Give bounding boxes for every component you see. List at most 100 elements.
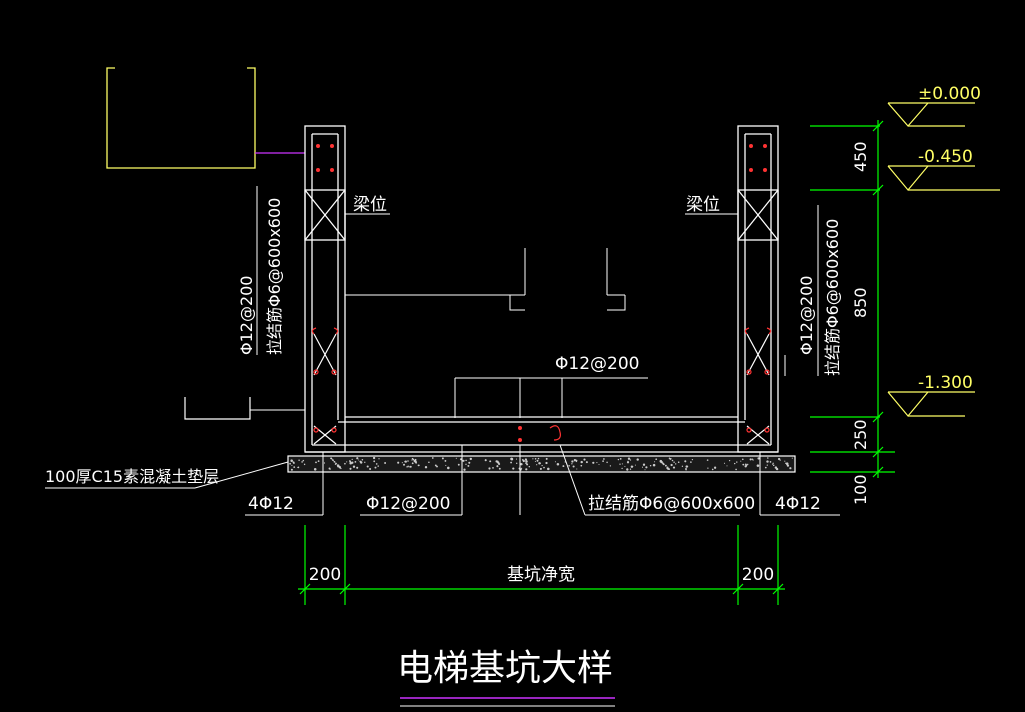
- cushion-hatch-dot: [654, 461, 656, 463]
- cushion-hatch-dot: [463, 468, 466, 471]
- cushion-hatch-dot: [372, 456, 376, 460]
- cushion-hatch-dot: [571, 460, 574, 463]
- cushion-hatch-dot: [539, 462, 541, 465]
- cushion-hatch-dot: [447, 466, 450, 470]
- cushion-hatch-dot: [414, 458, 417, 461]
- cushion-hatch-dot: [373, 460, 376, 463]
- cushion-hatch-dot: [375, 463, 378, 465]
- cushion-hatch-dot: [534, 460, 536, 462]
- cushion-hatch-dot: [624, 465, 626, 468]
- cushion-hatch-dot: [580, 464, 583, 467]
- cushion-hatch-dot: [444, 459, 447, 462]
- cushion-hatch-dot: [744, 465, 747, 468]
- cushion-hatch-dot: [292, 462, 295, 464]
- cushion-hatch-dot: [602, 460, 604, 462]
- cushion-hatch-dot: [384, 462, 387, 464]
- cushion-hatch-dot: [621, 463, 623, 465]
- cushion-hatch-dot: [431, 457, 434, 459]
- cushion-hatch-dot: [734, 462, 736, 465]
- cushion-hatch-dot: [596, 462, 598, 464]
- cushion-hatch-dot: [534, 458, 537, 460]
- cushion-hatch-dot: [484, 459, 487, 462]
- left-wall: [304, 125, 346, 453]
- cushion-hatch-dot: [691, 459, 694, 461]
- cushion-hatch-dot: [334, 461, 336, 463]
- cushion-hatch-dot: [747, 463, 749, 466]
- cushion-hatch-dot: [403, 463, 405, 466]
- center-leaders: [45, 186, 840, 516]
- drawing-title: 电梯基坑大样: [397, 648, 613, 689]
- cushion-hatch-dot: [525, 460, 528, 463]
- cushion-hatch-dot: [414, 460, 417, 463]
- beam-label-left: 梁位: [353, 195, 387, 215]
- cushion-hatch-dot: [407, 465, 409, 467]
- cushion-hatch-dot: [621, 467, 623, 470]
- cushion-hatch-dot: [735, 468, 737, 471]
- cushion-hatch-dot: [536, 459, 539, 462]
- bottom-slab: [305, 416, 778, 453]
- cushion-hatch-dot: [573, 459, 577, 462]
- cushion-hatch-dot: [404, 460, 406, 463]
- cushion-hatch-dot: [571, 463, 573, 465]
- cushion-hatch-dot: [301, 461, 303, 463]
- cushion-hatch-dot: [728, 459, 731, 462]
- cushion-hatch-dot: [377, 465, 379, 467]
- cushion-hatch-dot: [349, 460, 352, 463]
- cushion-hatch-dot: [407, 460, 409, 462]
- cushion-hatch-dot: [329, 468, 331, 470]
- cushion-hatch-dot: [331, 458, 333, 460]
- corner-ties-red: [311, 327, 772, 441]
- cushion-hatch-dot: [767, 457, 769, 459]
- cushion-hatch-dot: [675, 463, 677, 465]
- cushion-hatch-dot: [436, 465, 438, 468]
- cushion-hatch-dot: [690, 461, 692, 463]
- cushion-hatch-dot: [655, 458, 658, 461]
- cushion-hatch-dot: [290, 459, 293, 462]
- cushion-hatch-dot: [627, 457, 631, 460]
- cushion-hatch-dot: [672, 466, 676, 469]
- cushion-hatch-dot: [351, 458, 353, 461]
- cushion-hatch-dot: [777, 457, 781, 461]
- cushion-hatch-dot: [669, 458, 672, 460]
- cushion-hatch-dot: [641, 466, 644, 468]
- ref-box-top: [106, 67, 256, 169]
- cushion-hatch-dot: [592, 461, 595, 464]
- cushion-hatch-dot: [346, 461, 348, 463]
- cushion-hatch-dot: [707, 467, 709, 469]
- cushion-hatch-dot: [756, 464, 760, 467]
- cushion-hatch-dot: [766, 464, 768, 466]
- cushion-hatch-dot: [629, 459, 632, 461]
- cushion-hatch-dot: [606, 461, 608, 464]
- cushion-hatch-dot: [354, 461, 357, 463]
- cushion-hatch-dot: [779, 459, 781, 461]
- cushion-hatch-dot: [366, 465, 369, 468]
- cushion-hatch-dot: [408, 466, 410, 468]
- cushion-hatch-dot: [344, 462, 346, 465]
- cushion-hatch-dot: [418, 464, 420, 467]
- cushion-hatch-dot: [785, 462, 789, 465]
- cushion-hatch-dot: [317, 460, 320, 462]
- cushion-hatch-dot: [434, 464, 437, 467]
- slab-bottom-bar-label: Φ12@200: [366, 494, 450, 514]
- cushion-hatch-dot: [726, 465, 728, 467]
- cushion-hatch-dot: [741, 458, 744, 461]
- cushion-hatch-dot: [545, 457, 548, 460]
- cushion-hatch-dot: [332, 459, 334, 462]
- cushion-hatch-dot: [457, 463, 460, 466]
- cushion-hatch-dot: [617, 458, 620, 461]
- vertical-dimension-chain: [810, 120, 895, 478]
- elevation-top: ±0.000: [918, 84, 981, 104]
- cushion-hatch-dot: [713, 466, 717, 469]
- dim-200-left: 200: [309, 565, 341, 585]
- cushion-hatch-dot: [568, 464, 570, 467]
- cushion-hatch-dot: [772, 464, 775, 467]
- cushion-hatch-dot: [411, 459, 413, 461]
- cushion-hatch-dot: [338, 466, 342, 469]
- wall-bar-left-label: Φ12@200: [237, 276, 256, 356]
- slab-tie-bar-label: 拉结筋Φ6@600x600: [588, 494, 755, 514]
- cushion-hatch-dot: [556, 463, 560, 466]
- cushion-hatch-dot: [626, 461, 630, 464]
- cushion-hatch-dot: [303, 463, 306, 466]
- cushion-hatch-dot: [660, 460, 663, 464]
- cushion-hatch-dot: [711, 468, 714, 471]
